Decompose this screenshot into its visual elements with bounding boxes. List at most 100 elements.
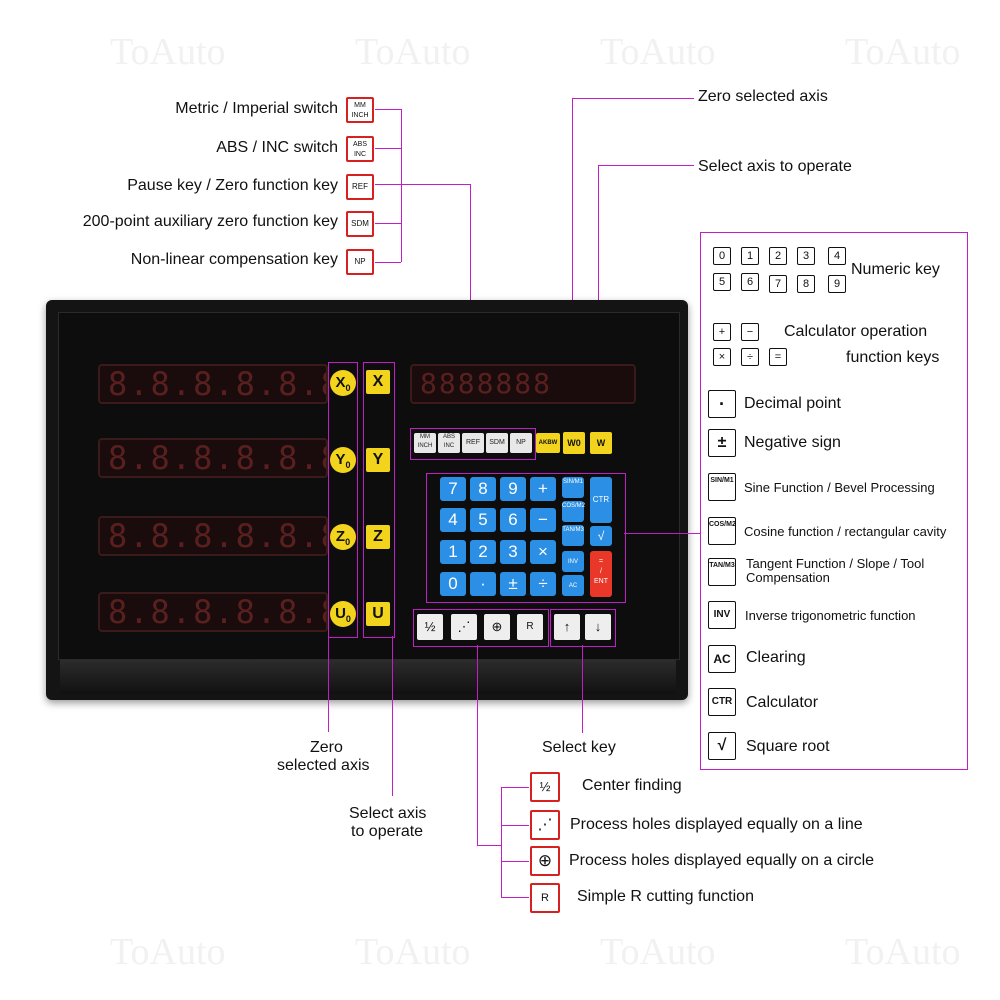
select-u-button[interactable]: U [366, 602, 390, 626]
plus-key-icon: + [713, 323, 731, 341]
legend-panel [700, 232, 968, 770]
select-y-button[interactable]: Y [366, 448, 390, 472]
key-decimal[interactable]: · [470, 572, 496, 596]
line-holes-icon: ⋰ [530, 810, 560, 840]
sin-key-icon: SIN/M1 [708, 473, 736, 501]
connector-line [598, 165, 599, 428]
numeric-key-icon: 1 [741, 247, 759, 265]
connector-line [582, 645, 583, 733]
label-cosine-function: Cosine function / rectangular cavity [744, 524, 947, 539]
arrow-down-button[interactable]: ↓ [585, 614, 611, 640]
circle-holes-button[interactable]: ⊕ [484, 614, 510, 640]
connector-line [624, 533, 700, 534]
select-z-button[interactable]: Z [366, 525, 390, 549]
key-4[interactable]: 4 [440, 508, 466, 532]
np-key-icon: NP [346, 249, 374, 275]
highlight-keypad [426, 473, 626, 603]
watermark-brand: ToAuto [355, 931, 471, 973]
key-3[interactable]: 3 [500, 540, 526, 564]
sin-button[interactable]: SIN/M1 [562, 477, 584, 498]
key-minus[interactable]: − [530, 508, 556, 532]
connector-line [392, 636, 393, 796]
ref-button[interactable]: REF [462, 433, 484, 453]
key-1[interactable]: 1 [440, 540, 466, 564]
label-clearing: Clearing [746, 649, 806, 666]
key-7[interactable]: 7 [440, 477, 466, 501]
tan-button[interactable]: TAN/M3 [562, 525, 584, 546]
inv-button[interactable]: INV [562, 551, 584, 572]
label-pause-zero: Pause key / Zero function key [127, 177, 338, 194]
ac-key-icon: AC [708, 645, 736, 673]
label-numeric-key: Numeric key [851, 261, 940, 278]
key-6[interactable]: 6 [500, 508, 526, 532]
sqrt-button[interactable]: √ [590, 526, 612, 546]
label-circle-holes: Process holes displayed equally on a cir… [569, 852, 875, 869]
key-2[interactable]: 2 [470, 540, 496, 564]
zero-y-button[interactable]: Y0 [330, 447, 356, 473]
zero-z-button[interactable]: Z0 [330, 524, 356, 550]
label-sine-function: Sine Function / Bevel Processing [744, 480, 935, 495]
key-divide[interactable]: ÷ [530, 572, 556, 596]
highlight-zero-axis [328, 362, 358, 638]
label-sdm: 200-point auxiliary zero function key [82, 213, 338, 230]
highlight-select-axis [363, 362, 395, 638]
connector-line [375, 184, 470, 185]
display-u: 8.8.8.8.8.8.8.8. [98, 592, 328, 632]
connector-line [501, 825, 529, 826]
key-sign[interactable]: ± [500, 572, 526, 596]
line-holes-button[interactable]: ⋰ [451, 614, 477, 640]
highlight-arrow-keys [550, 609, 616, 647]
cos-key-icon: COS/M2 [708, 517, 736, 545]
select-x-button[interactable]: X [366, 370, 390, 394]
np-button[interactable]: NP [510, 433, 532, 453]
ent-button[interactable]: =/ENT [590, 551, 612, 597]
key-5[interactable]: 5 [470, 508, 496, 532]
minus-key-icon: − [741, 323, 759, 341]
label-function-keys: function keys [846, 349, 940, 366]
label-negative-sign: Negative sign [744, 434, 841, 451]
sdm-button[interactable]: SDM [486, 433, 508, 453]
center-finding-icon: ½ [530, 772, 560, 802]
cos-button[interactable]: COS/M2 [562, 501, 585, 522]
label-select-key: Select key [542, 739, 616, 756]
select-axis-button[interactable]: W [590, 432, 612, 454]
connector-line [375, 109, 401, 110]
numeric-key-icon: 4 [828, 247, 846, 265]
connector-line [572, 98, 573, 428]
connector-line [572, 98, 694, 99]
label-select-axis-bottom-2: to operate [351, 823, 424, 840]
display-y: 8.8.8.8.8.8.8.8. [98, 438, 328, 478]
label-tangent-function: Tangent Function / Slope / Tool Compensa… [746, 556, 925, 585]
highlight-function-keys [410, 428, 536, 460]
key-8[interactable]: 8 [470, 477, 496, 501]
tan-key-icon: TAN/M3 [708, 558, 736, 586]
key-0[interactable]: 0 [440, 572, 466, 596]
zero-x-button[interactable]: X0 [330, 370, 356, 396]
equals-key-icon: = [769, 348, 787, 366]
center-finding-button[interactable]: ½ [417, 614, 443, 640]
connector-line [598, 165, 694, 166]
watermark-brand: ToAuto [355, 31, 471, 73]
divide-key-icon: ÷ [741, 348, 759, 366]
ctr-button[interactable]: CTR [590, 477, 612, 523]
zero-u-button[interactable]: U0 [330, 601, 356, 627]
zero-selected-axis-button[interactable]: W0 [563, 432, 585, 454]
decimal-key-icon: · [708, 390, 736, 418]
akbw-button[interactable]: AKBW [536, 433, 560, 453]
inv-key-icon: INV [708, 601, 736, 629]
arrow-up-button[interactable]: ↑ [554, 614, 580, 640]
numeric-key-icon: 3 [797, 247, 815, 265]
numeric-key-icon: 6 [741, 273, 759, 291]
label-select-axis-top: Select axis to operate [698, 158, 852, 175]
connector-line [477, 645, 478, 845]
connector-line [401, 109, 402, 262]
ac-button[interactable]: AC [562, 575, 584, 596]
key-plus[interactable]: + [530, 477, 556, 501]
r-cutting-button[interactable]: R [517, 614, 543, 640]
numeric-key-icon: 2 [769, 247, 787, 265]
key-9[interactable]: 9 [500, 477, 526, 501]
key-multiply[interactable]: × [530, 540, 556, 564]
